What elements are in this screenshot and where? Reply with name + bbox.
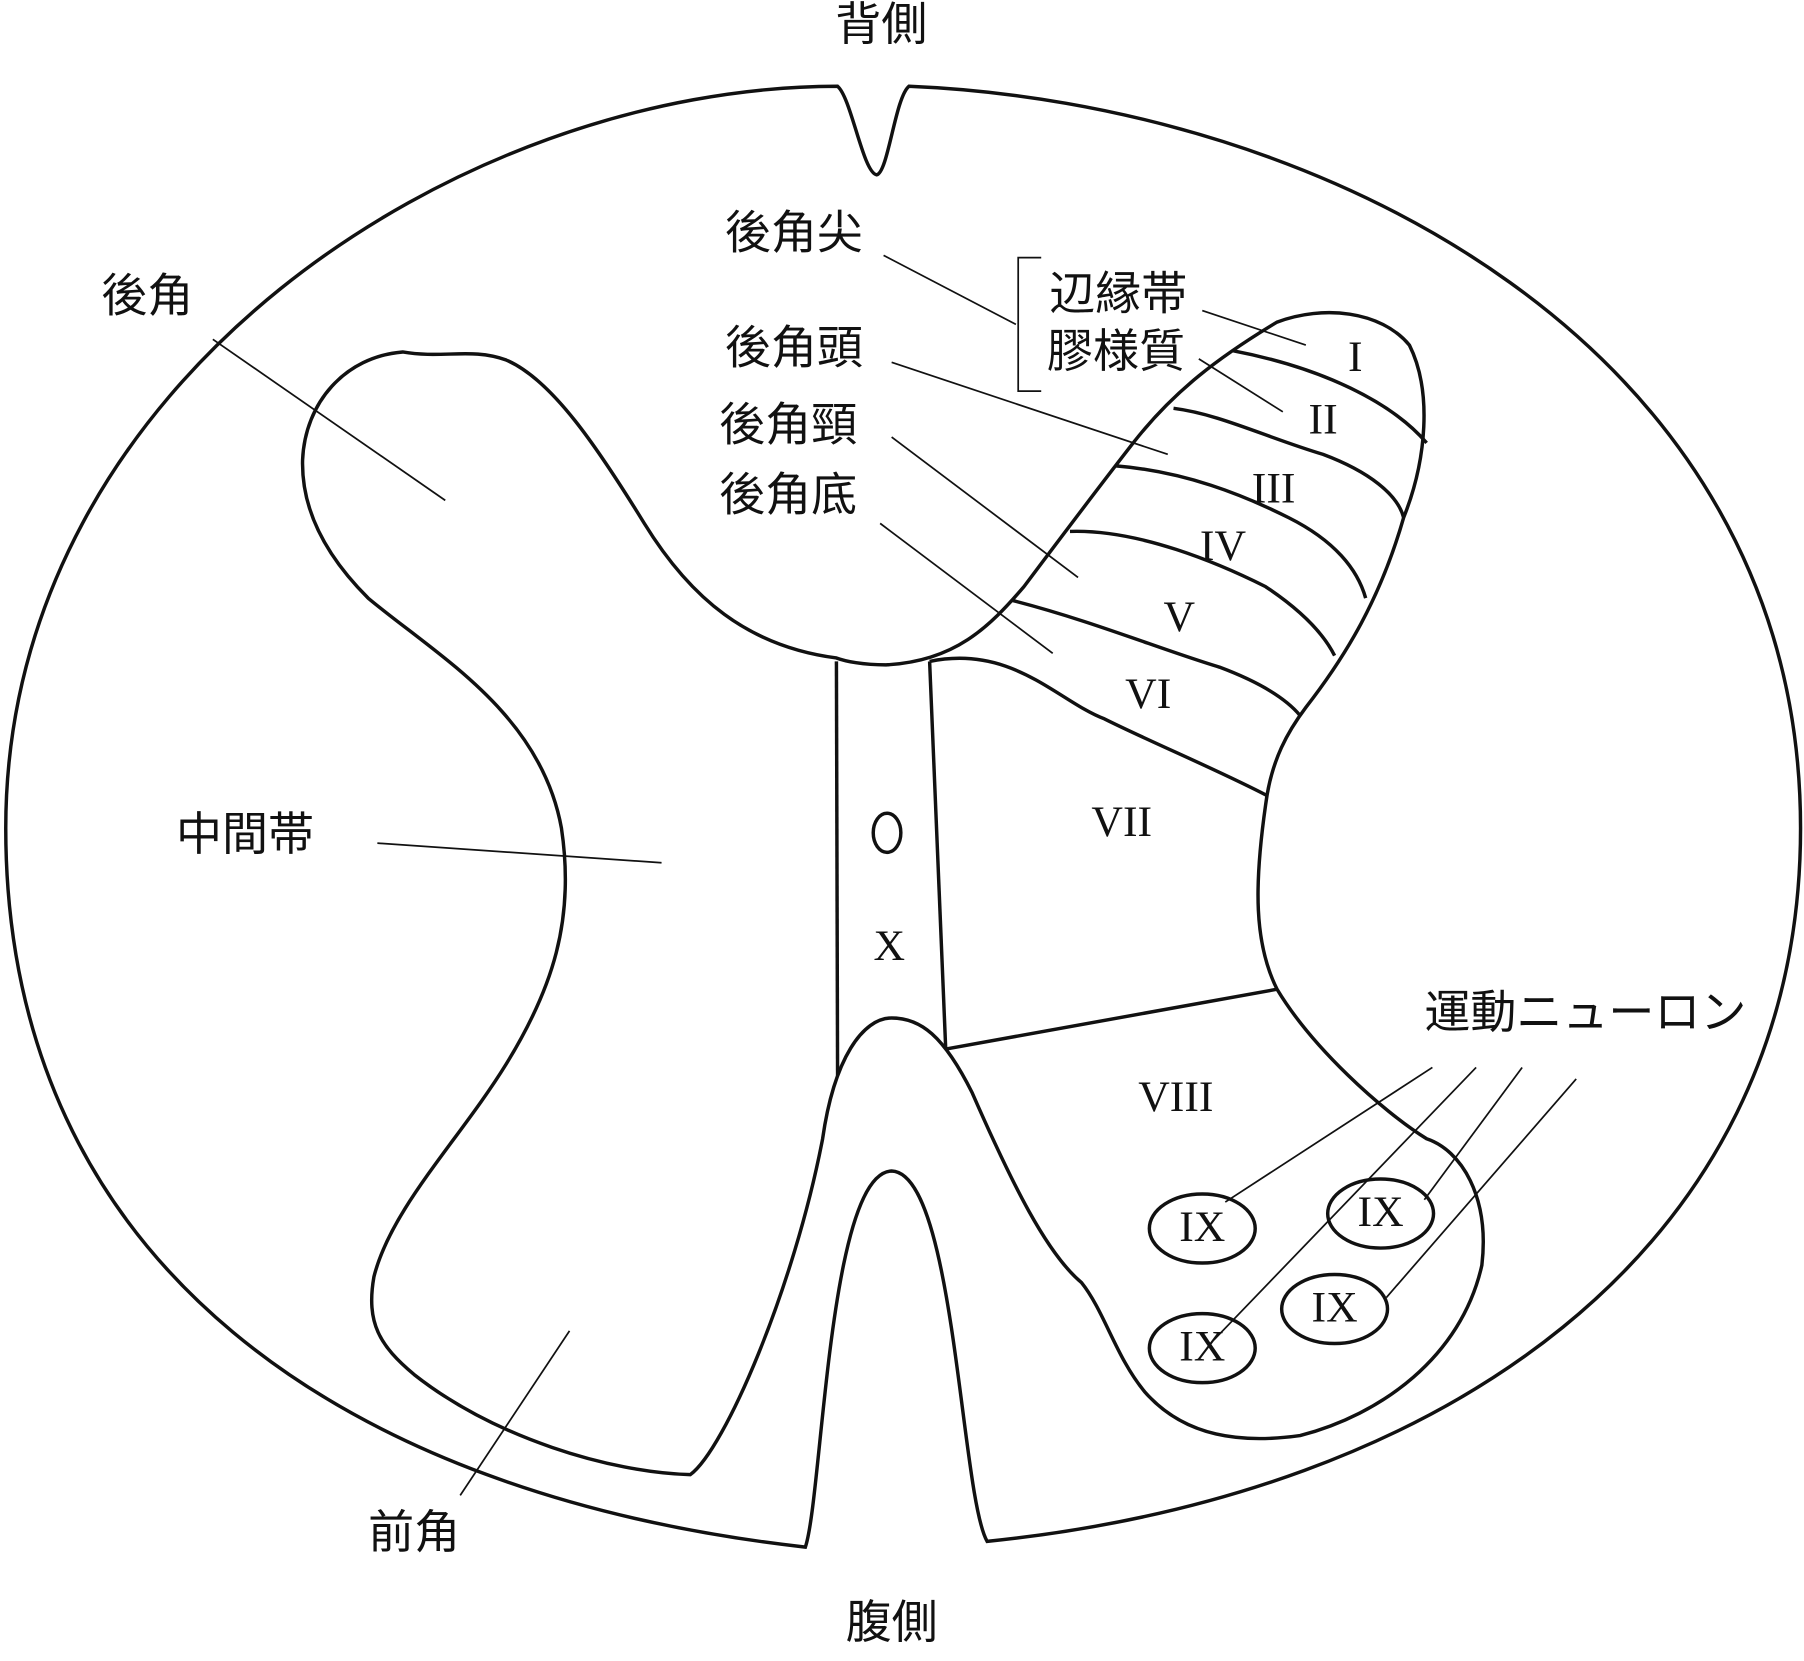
lamina-label-ix: IX xyxy=(1312,1283,1358,1331)
gray-matter-outline xyxy=(300,310,1485,1477)
label-neck: 後角頸 xyxy=(719,397,857,451)
lamina-border-vii-viii xyxy=(945,987,1278,1051)
label-ventral: 腹側 xyxy=(846,1595,938,1649)
label-head: 後角頭 xyxy=(725,320,863,374)
lamina-border-iv-v xyxy=(1069,529,1337,657)
label-motor-neurons: 運動ニューロン xyxy=(1424,985,1746,1039)
lamina-label-vii: VII xyxy=(1091,798,1152,846)
lamina-label-ix: IX xyxy=(1179,1322,1225,1370)
label-intermediate-zone: 中間帯 xyxy=(176,807,314,861)
lamina-label-iii: III xyxy=(1252,464,1296,512)
lamina-label-ii: II xyxy=(1309,395,1338,443)
lamina-x-left-border xyxy=(834,661,840,1076)
label-base: 後角底 xyxy=(719,468,857,522)
lamina-label-i: I xyxy=(1348,333,1363,381)
label-dorsal-horn: 後角 xyxy=(101,269,193,323)
label-apex: 後角尖 xyxy=(725,205,863,259)
lamina-label-vi: VI xyxy=(1125,670,1171,718)
bracket xyxy=(1017,256,1042,392)
lamina-label-ix: IX xyxy=(1358,1188,1404,1236)
central-canal xyxy=(871,811,903,855)
motor-pool-1 xyxy=(1147,1192,1257,1265)
lamina-label-ix: IX xyxy=(1179,1203,1225,1251)
lamina-label-iv: IV xyxy=(1200,522,1247,570)
label-marginal-zone: 辺縁帯 xyxy=(1049,266,1187,320)
label-substantia-gelatinosa: 膠様質 xyxy=(1047,324,1185,378)
leader-lines xyxy=(212,254,1577,1496)
label-ventral-horn: 前角 xyxy=(368,1505,460,1559)
motor-pool-3 xyxy=(1279,1272,1390,1346)
motor-pool-2 xyxy=(1325,1177,1436,1250)
lamina-label-x: X xyxy=(874,922,906,970)
lamina-x-right-border xyxy=(927,661,948,1050)
lamina-border-iii-iv xyxy=(1115,464,1368,599)
label-dorsal: 背側 xyxy=(835,0,927,51)
spinal-cord-outline xyxy=(4,84,1803,1549)
lamina-label-viii: VIII xyxy=(1138,1073,1213,1121)
motor-pool-4 xyxy=(1147,1311,1257,1385)
lamina-label-v: V xyxy=(1163,593,1195,641)
lamina-border-i-ii xyxy=(1233,349,1428,444)
lamina-border-ii-iii xyxy=(1173,406,1406,519)
lamina-border-v-vi xyxy=(1012,598,1302,717)
lamina-border-vi-vii xyxy=(929,656,1269,798)
